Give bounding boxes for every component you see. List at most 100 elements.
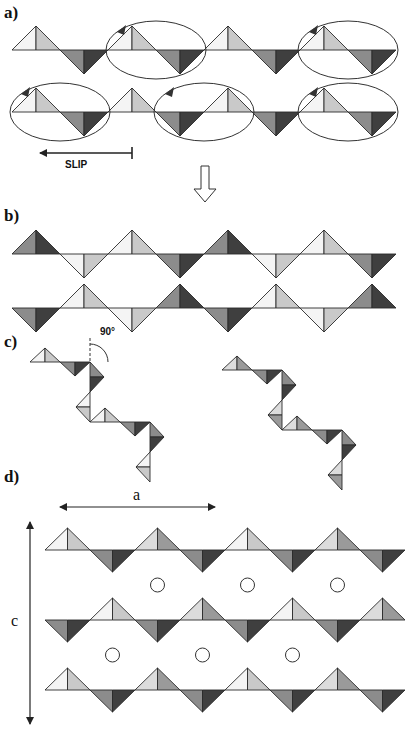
- tetrahedron-face: [293, 598, 316, 620]
- tetrahedron-face: [252, 254, 276, 278]
- tetrahedron-face: [338, 620, 361, 642]
- tetrahedron-face: [360, 598, 383, 620]
- tetrahedron-face: [282, 385, 296, 400]
- tetrahedra-chain: [282, 416, 342, 444]
- tetrahedron-face: [68, 620, 91, 642]
- tetrahedron-face: [248, 528, 271, 550]
- tetrahedron-face: [270, 598, 293, 620]
- tetrahedron-face: [338, 528, 361, 550]
- tetrahedron-face: [180, 690, 203, 712]
- rotation-arrowhead: [165, 87, 174, 97]
- tetrahedron-face: [282, 416, 297, 430]
- tetrahedron-face: [84, 254, 108, 278]
- tetrahedron-face: [348, 284, 372, 308]
- tetrahedron-face: [252, 50, 276, 74]
- rotation-ellipse: [298, 21, 398, 79]
- tetrahedron-face: [228, 26, 252, 50]
- tetrahedron-face: [225, 528, 248, 550]
- tetrahedra-chain: [268, 370, 296, 430]
- tetrahedron-face: [342, 430, 356, 445]
- tetrahedron-face: [60, 362, 75, 376]
- tetrahedron-face: [132, 26, 156, 50]
- tetrahedron-face: [60, 50, 84, 74]
- tetrahedron-face: [150, 422, 164, 437]
- tetrahedron-face: [136, 467, 150, 482]
- tetrahedron-face: [30, 348, 45, 362]
- tetrahedron-face: [68, 528, 91, 550]
- tetrahedron-face: [268, 400, 282, 415]
- tetrahedron-face: [252, 112, 276, 136]
- rotation-arrowhead: [309, 87, 318, 97]
- tetrahedron-face: [45, 348, 60, 362]
- tetrahedron-face: [45, 528, 68, 550]
- tetrahedron-face: [60, 112, 84, 136]
- tetrahedron-face: [312, 430, 327, 444]
- tetrahedron-face: [204, 230, 228, 254]
- tetrahedron-face: [348, 254, 372, 278]
- tetrahedron-face: [252, 284, 276, 308]
- tetrahedron-face: [203, 690, 226, 712]
- tetrahedron-face: [360, 550, 383, 572]
- tetrahedron-face: [132, 308, 156, 332]
- reference-line: [90, 338, 91, 362]
- tetrahedron-face: [84, 50, 108, 74]
- tetrahedron-face: [267, 370, 282, 384]
- cation-circle: [196, 648, 210, 662]
- tetrahedron-face: [225, 668, 248, 690]
- tetrahedron-face: [60, 254, 84, 278]
- tetrahedron-face: [120, 422, 135, 436]
- tetrahedra-chain: [12, 26, 396, 74]
- rotation-arrowhead: [117, 25, 126, 35]
- slip-arrow: [40, 152, 132, 154]
- tetrahedron-face: [276, 254, 300, 278]
- tetrahedron-face: [90, 377, 104, 392]
- tetrahedron-face: [156, 284, 180, 308]
- tetrahedron-face: [12, 230, 36, 254]
- tetrahedron-face: [315, 668, 338, 690]
- tetrahedron-face: [108, 88, 132, 112]
- tetrahedron-face: [300, 230, 324, 254]
- tetrahedron-face: [225, 620, 248, 642]
- cation-circle: [331, 578, 345, 592]
- tetrahedron-face: [132, 230, 156, 254]
- tetrahedron-face: [76, 407, 90, 422]
- tetrahedron-face: [348, 112, 372, 136]
- axis-label: a: [132, 486, 141, 504]
- tetrahedron-face: [180, 112, 204, 136]
- rotation-ellipse: [10, 83, 110, 141]
- tetrahedron-face: [180, 254, 204, 278]
- tetrahedron-face: [45, 620, 68, 642]
- tetrahedron-face: [90, 550, 113, 572]
- tetrahedron-face: [372, 284, 396, 308]
- cation-circle: [106, 648, 120, 662]
- slip-tick: [131, 147, 133, 159]
- tetrahedron-face: [276, 50, 300, 74]
- tetrahedron-face: [228, 230, 252, 254]
- tetrahedra-chain: [12, 230, 396, 278]
- tetrahedron-face: [36, 26, 60, 50]
- rotation-ellipse: [298, 83, 398, 141]
- tetrahedron-face: [90, 690, 113, 712]
- panel-label: d): [4, 468, 19, 487]
- angle-label: 90°: [100, 326, 115, 337]
- tetrahedron-face: [204, 308, 228, 332]
- tetrahedron-face: [90, 408, 105, 422]
- tetrahedron-face: [158, 528, 181, 550]
- tetrahedron-face: [135, 668, 158, 690]
- tetrahedron-face: [204, 26, 228, 50]
- tetrahedron-face: [135, 620, 158, 642]
- tetrahedron-face: [203, 550, 226, 572]
- rotation-arrowhead: [309, 25, 318, 35]
- tetrahedra-chain: [136, 422, 164, 482]
- tetrahedron-face: [75, 362, 90, 376]
- slip-label: SLIP: [64, 159, 88, 170]
- tetrahedron-face: [360, 690, 383, 712]
- rotation-arrowhead: [21, 87, 30, 97]
- tetrahedron-face: [276, 284, 300, 308]
- tetrahedron-face: [156, 254, 180, 278]
- tetrahedron-face: [252, 370, 267, 384]
- panel-label: b): [4, 207, 19, 226]
- tetrahedron-face: [293, 550, 316, 572]
- tetrahedron-face: [180, 550, 203, 572]
- tetrahedron-face: [135, 528, 158, 550]
